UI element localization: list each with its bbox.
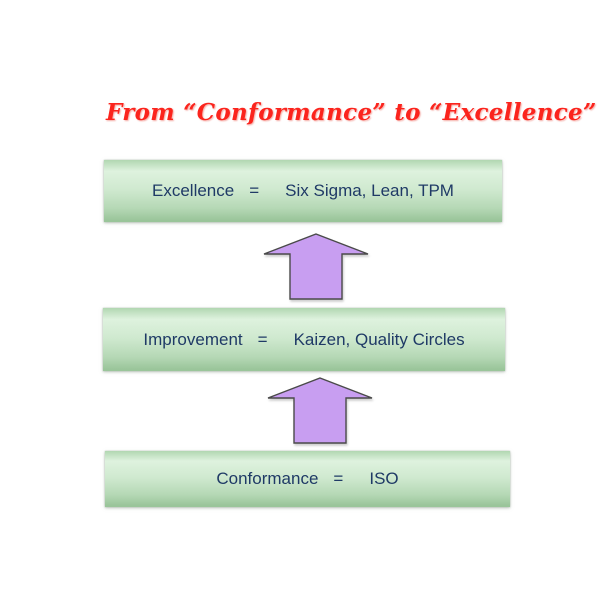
level-label: Excellence (152, 181, 235, 200)
level-bar-excellence: Excellence = Six Sigma, Lean, TPM (104, 160, 502, 222)
level-value: ISO (369, 469, 399, 488)
up-arrow-icon (263, 233, 369, 300)
up-arrow-icon (267, 377, 373, 444)
level-bar-conformance: Conformance = ISO (105, 451, 510, 507)
level-value: Six Sigma, Lean, TPM (285, 181, 454, 200)
equals-sign: = (249, 181, 260, 200)
level-bar-improvement: Improvement = Kaizen, Quality Circles (103, 308, 505, 371)
level-label: Conformance (216, 469, 319, 488)
level-label: Improvement (143, 329, 243, 349)
page-title: From “Conformance” to “Excellence” (106, 99, 597, 126)
level-value: Kaizen, Quality Circles (293, 329, 465, 349)
equals-sign: = (333, 469, 344, 488)
equals-sign: = (257, 329, 268, 349)
